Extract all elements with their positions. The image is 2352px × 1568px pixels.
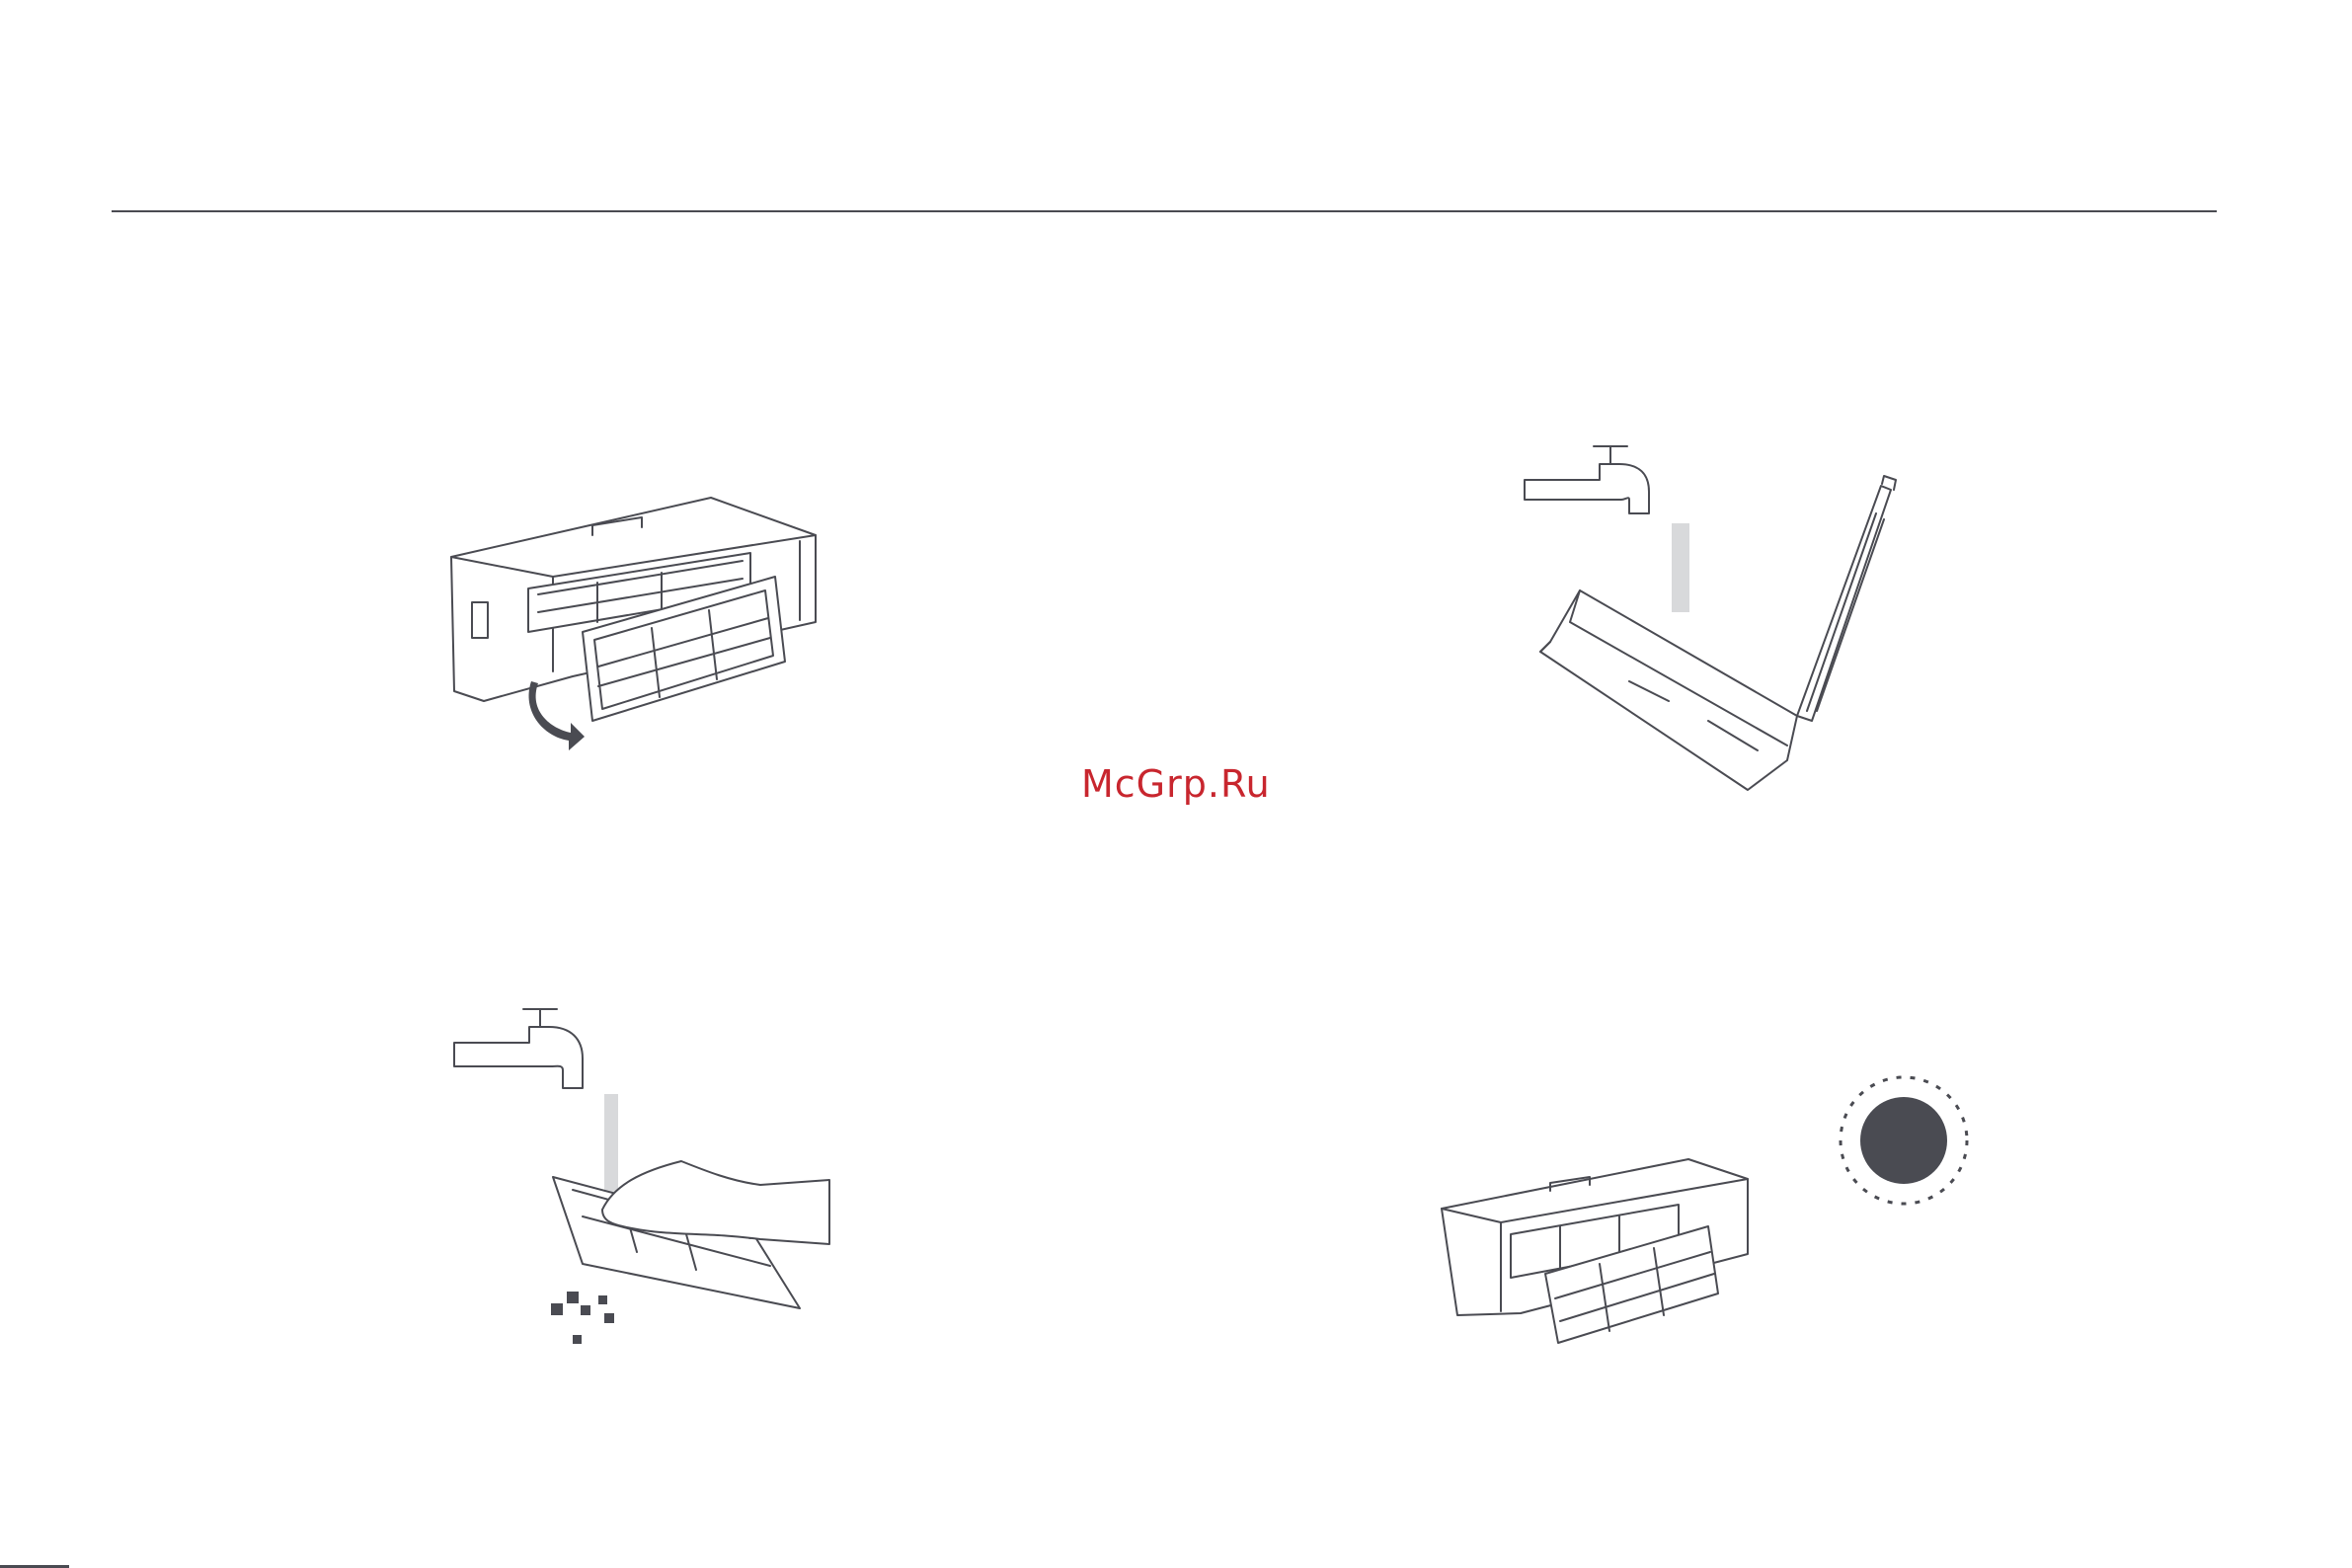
header-rule [112, 210, 2217, 212]
dry-in-sun-illustration [1422, 1057, 1995, 1353]
sun-icon [1841, 1077, 1967, 1204]
watermark: McGrp.Ru [1081, 762, 1271, 806]
debris-icon [551, 1292, 614, 1344]
dust-box-icon [434, 474, 849, 750]
water-stream-icon [1672, 523, 1689, 612]
remove-filter-illustration [434, 474, 849, 750]
open-dust-box-icon [1540, 476, 1896, 790]
rinse-filter-illustration [434, 987, 849, 1363]
faucet-icon [454, 1009, 583, 1088]
faucet-icon [1525, 446, 1649, 513]
rinse-dust-box-illustration [1511, 425, 1925, 820]
water-stream-icon [604, 1094, 618, 1203]
curved-arrow-icon [529, 681, 585, 750]
